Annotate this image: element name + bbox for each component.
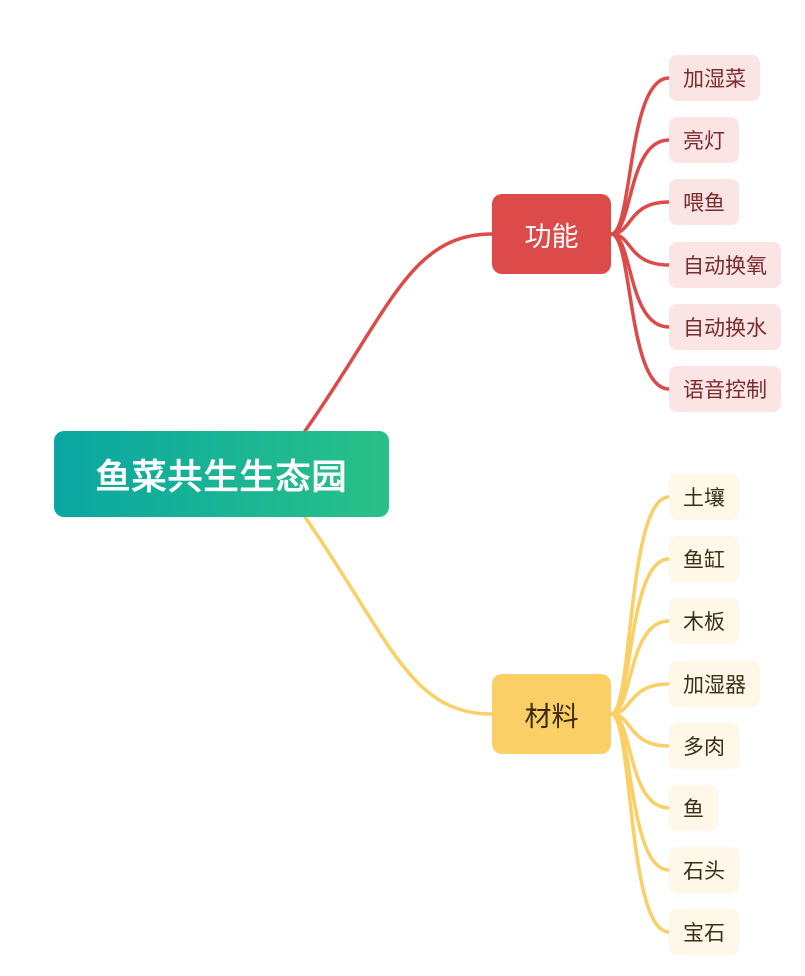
leaf-function-1[interactable]: 加湿菜 xyxy=(669,55,760,101)
link-material-leaf-8 xyxy=(609,712,671,934)
branch-node-materials[interactable]: 材料 xyxy=(492,674,611,754)
leaf-material-7[interactable]: 石头 xyxy=(669,847,739,893)
link-material-leaf-3 xyxy=(609,619,671,716)
leaf-function-2[interactable]: 亮灯 xyxy=(669,117,739,163)
leaf-material-6[interactable]: 鱼 xyxy=(669,785,718,831)
link-root-mat xyxy=(303,515,494,716)
leaf-function-5[interactable]: 自动换水 xyxy=(669,304,781,350)
material-leaf-links xyxy=(609,495,671,934)
leaf-material-2[interactable]: 鱼缸 xyxy=(669,536,739,582)
leaf-material-4[interactable]: 加湿器 xyxy=(669,661,760,707)
leaf-function-4[interactable]: 自动换氧 xyxy=(669,242,781,288)
leaf-function-3[interactable]: 喂鱼 xyxy=(669,179,739,225)
branch-node-function[interactable]: 功能 xyxy=(492,194,611,274)
leaf-function-6[interactable]: 语音控制 xyxy=(669,366,781,412)
leaf-material-5[interactable]: 多肉 xyxy=(669,723,739,769)
link-function-leaf-6 xyxy=(609,232,671,391)
link-root-func xyxy=(303,232,494,433)
leaf-material-8[interactable]: 宝石 xyxy=(669,909,739,955)
function-leaf-links xyxy=(609,76,671,391)
leaf-material-1[interactable]: 土壤 xyxy=(669,474,739,520)
leaf-material-3[interactable]: 木板 xyxy=(669,598,739,644)
root-node[interactable]: 鱼菜共生生态园 xyxy=(54,431,389,517)
link-function-leaf-2 xyxy=(609,138,671,236)
